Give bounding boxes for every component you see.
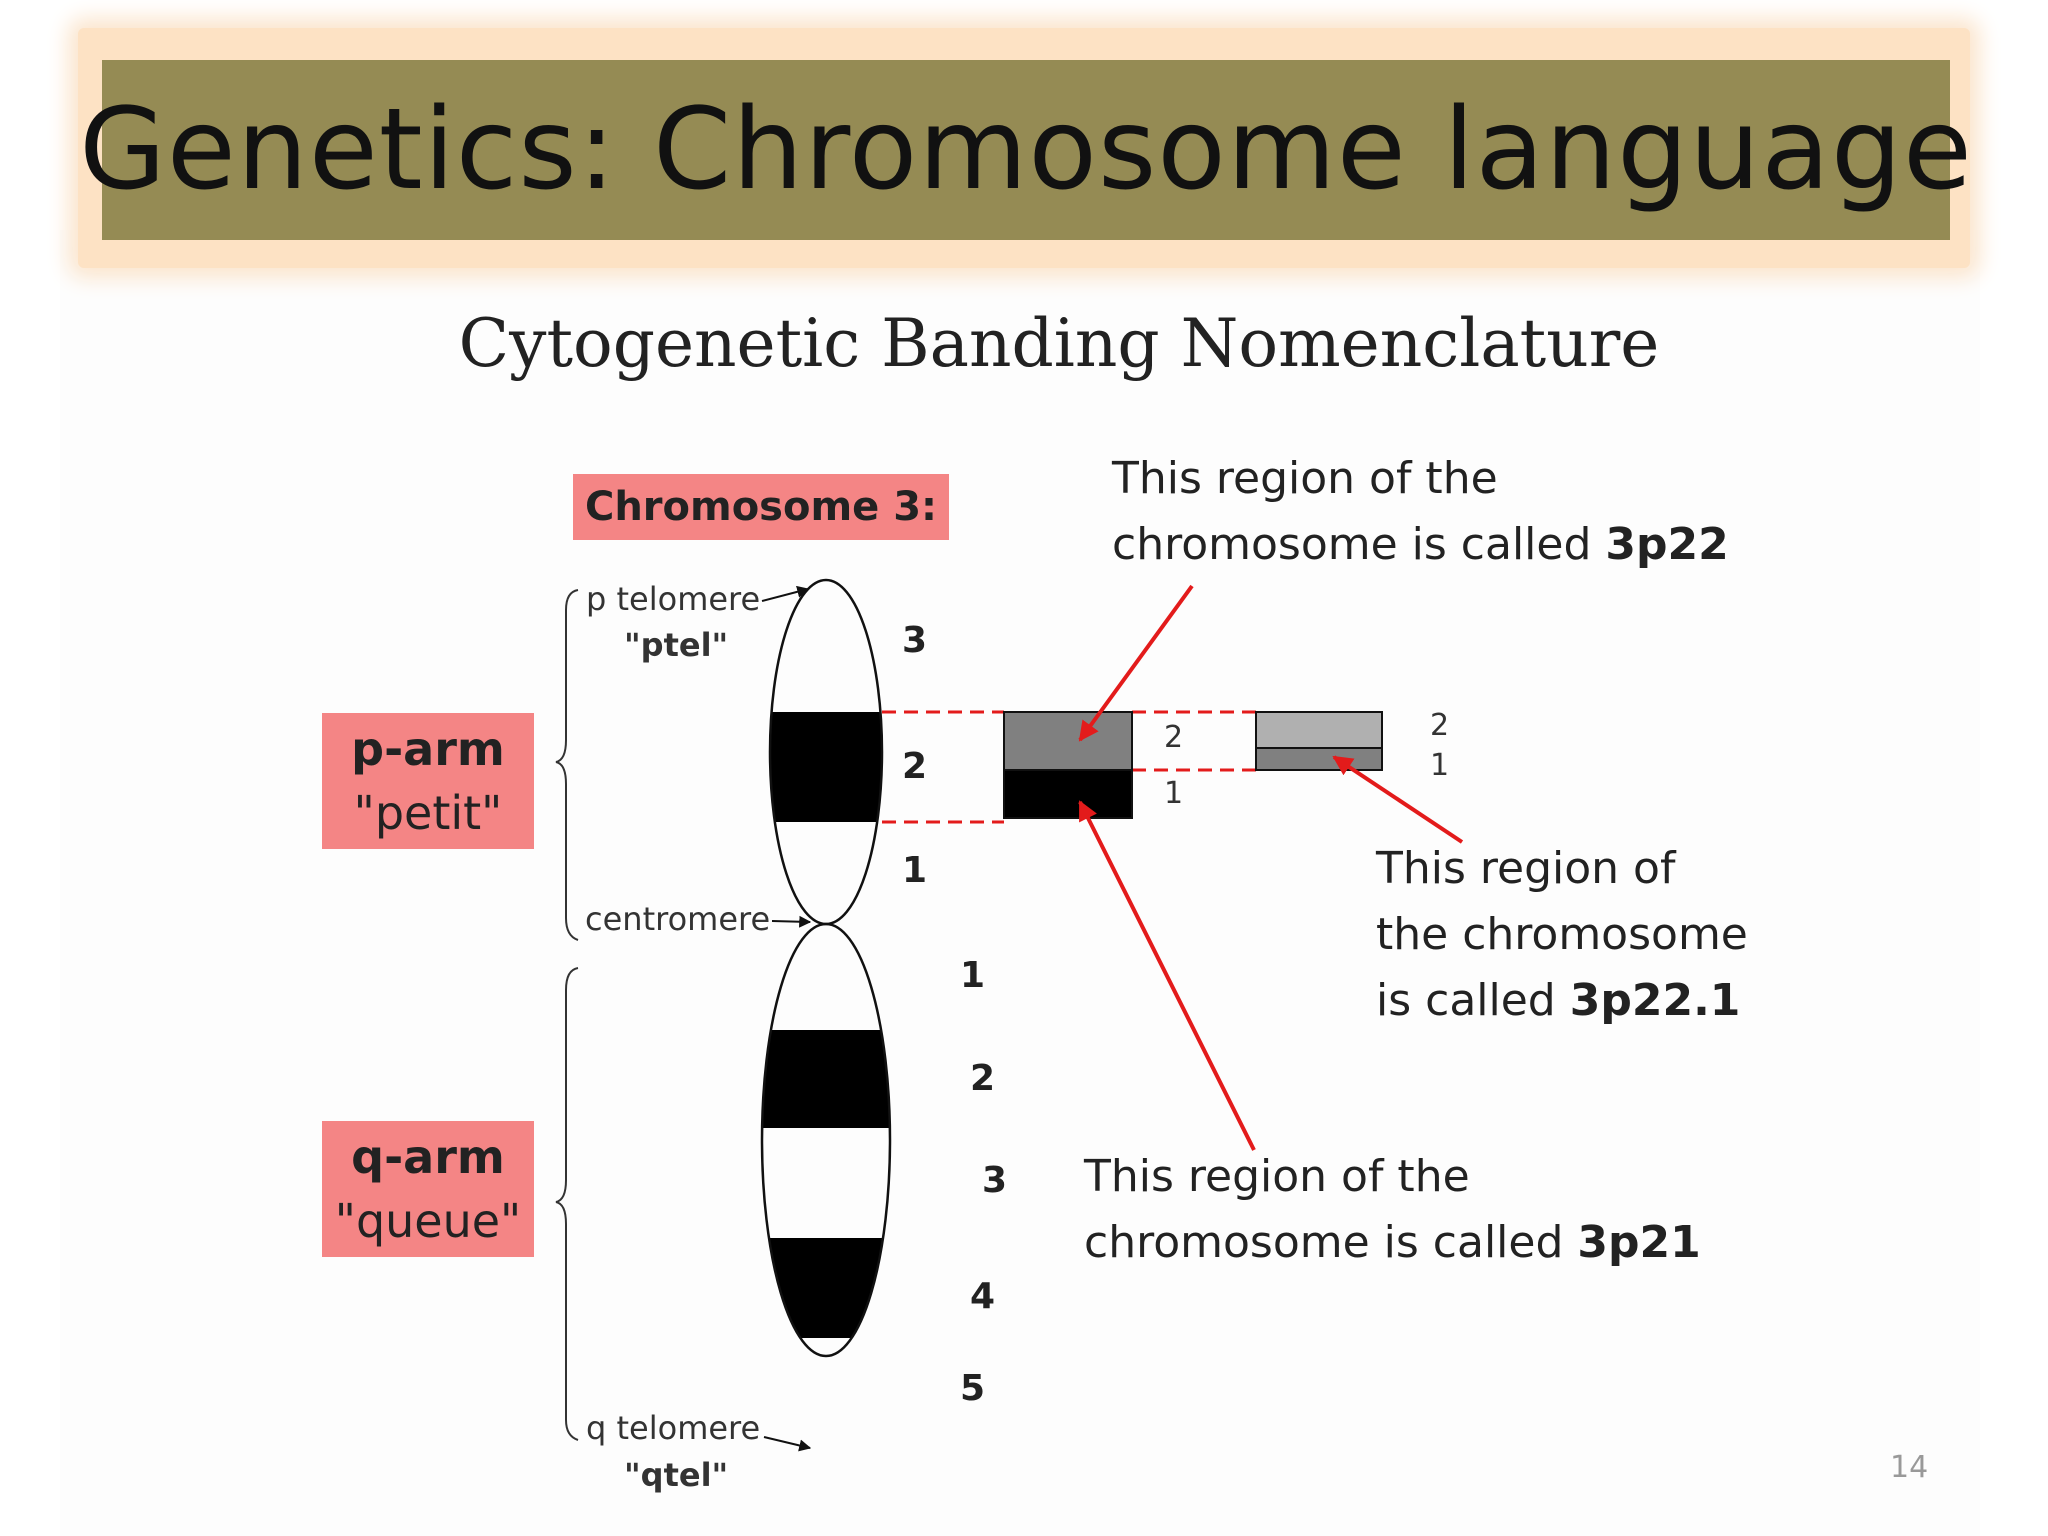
annotation-3p22-1-code: 3p22.1 (1569, 975, 1741, 1026)
annotation-3p21-code: 3p21 (1577, 1217, 1701, 1268)
q-band-4: 4 (970, 1276, 996, 1317)
p-arm-meaning: "petit" (353, 786, 503, 840)
q-arm-bands (762, 1030, 890, 1338)
arrow-3p22 (1078, 584, 1194, 742)
band-p2 (770, 712, 882, 822)
ptel-arrow (761, 585, 810, 602)
p-arm-brace (555, 589, 579, 941)
subsub-band-number-2: 2 (1430, 708, 1450, 743)
q-arm-meaning: "queue" (334, 1194, 522, 1248)
arrow-3p22-1 (1332, 755, 1464, 844)
p-arm-name: p-arm (351, 722, 505, 776)
annotation-3p22-1-line2: the chromosome (1376, 909, 1748, 960)
ptel-label: p telomere (586, 580, 761, 618)
subsub-band-p22-1 (1255, 747, 1383, 771)
band-q2 (762, 1030, 890, 1128)
subband-number-2: 2 (1164, 720, 1184, 755)
annotation-3p21-text: chromosome is called (1084, 1217, 1578, 1268)
annotation-3p21-line2: chromosome is called 3p21 (1084, 1210, 1701, 1276)
qtel-label: q telomere (586, 1409, 761, 1447)
subtitle: Cytogenetic Banding Nomenclature (458, 305, 1660, 382)
chromosome-label: Chromosome 3: (573, 474, 949, 540)
arrow-3p21 (1078, 800, 1256, 1151)
q-band-3: 3 (982, 1160, 1008, 1201)
annotation-3p22-code: 3p22 (1605, 519, 1729, 570)
q-arm-name: q-arm (351, 1130, 505, 1184)
annotation-3p22-text: chromosome is called (1112, 519, 1606, 570)
qtel-abbr: "qtel" (624, 1456, 729, 1494)
q-band-5: 5 (960, 1368, 986, 1409)
centromere-label: centromere (585, 900, 771, 938)
q-band-1: 1 (960, 955, 986, 996)
annotation-3p22-1: This region of the chromosome is called … (1376, 836, 1748, 1034)
p-arm-bands (770, 712, 882, 822)
subtitle-row: Cytogenetic Banding Nomenclature (0, 305, 2048, 382)
q-arm-outline (760, 922, 892, 1358)
annotation-3p22-1-line1: This region of (1376, 843, 1676, 894)
p-arm-box: p-arm "petit" (322, 713, 534, 849)
qtel-arrow (763, 1436, 812, 1452)
subband-p21 (1003, 769, 1133, 819)
band-q4 (762, 1238, 890, 1338)
slide-background (60, 230, 1980, 1536)
q-band-2: 2 (970, 1058, 996, 1099)
subband-number-1: 1 (1164, 776, 1184, 811)
subband-p22 (1003, 711, 1133, 771)
subsub-band-p22-2 (1255, 711, 1383, 749)
slide-title: Genetics: Chromosome language (79, 85, 1973, 215)
subsub-band-number-1: 1 (1430, 748, 1450, 783)
chromosome-label-text: Chromosome 3: (584, 484, 938, 530)
annotation-3p22: This region of the chromosome is called … (1112, 446, 1729, 578)
q-arm-brace (555, 967, 579, 1441)
p-band-1: 1 (902, 850, 928, 891)
annotation-3p22-line1: This region of the (1112, 453, 1498, 504)
annotation-3p21-line1: This region of the (1084, 1151, 1470, 1202)
ptel-abbr: "ptel" (624, 626, 729, 664)
p-band-3: 3 (902, 620, 928, 661)
p-band-2: 2 (902, 746, 928, 787)
q-arm-box: q-arm "queue" (322, 1121, 534, 1257)
title-bar: Genetics: Chromosome language (79, 60, 1972, 240)
annotation-3p22-1-line3: is called 3p22.1 (1376, 968, 1748, 1034)
page-number: 14 (1890, 1450, 1929, 1485)
centromere-arrow (771, 915, 812, 928)
annotation-3p22-line2: chromosome is called 3p22 (1112, 512, 1729, 578)
annotation-3p22-1-text: is called (1376, 975, 1570, 1026)
annotation-3p21: This region of the chromosome is called … (1084, 1144, 1701, 1276)
